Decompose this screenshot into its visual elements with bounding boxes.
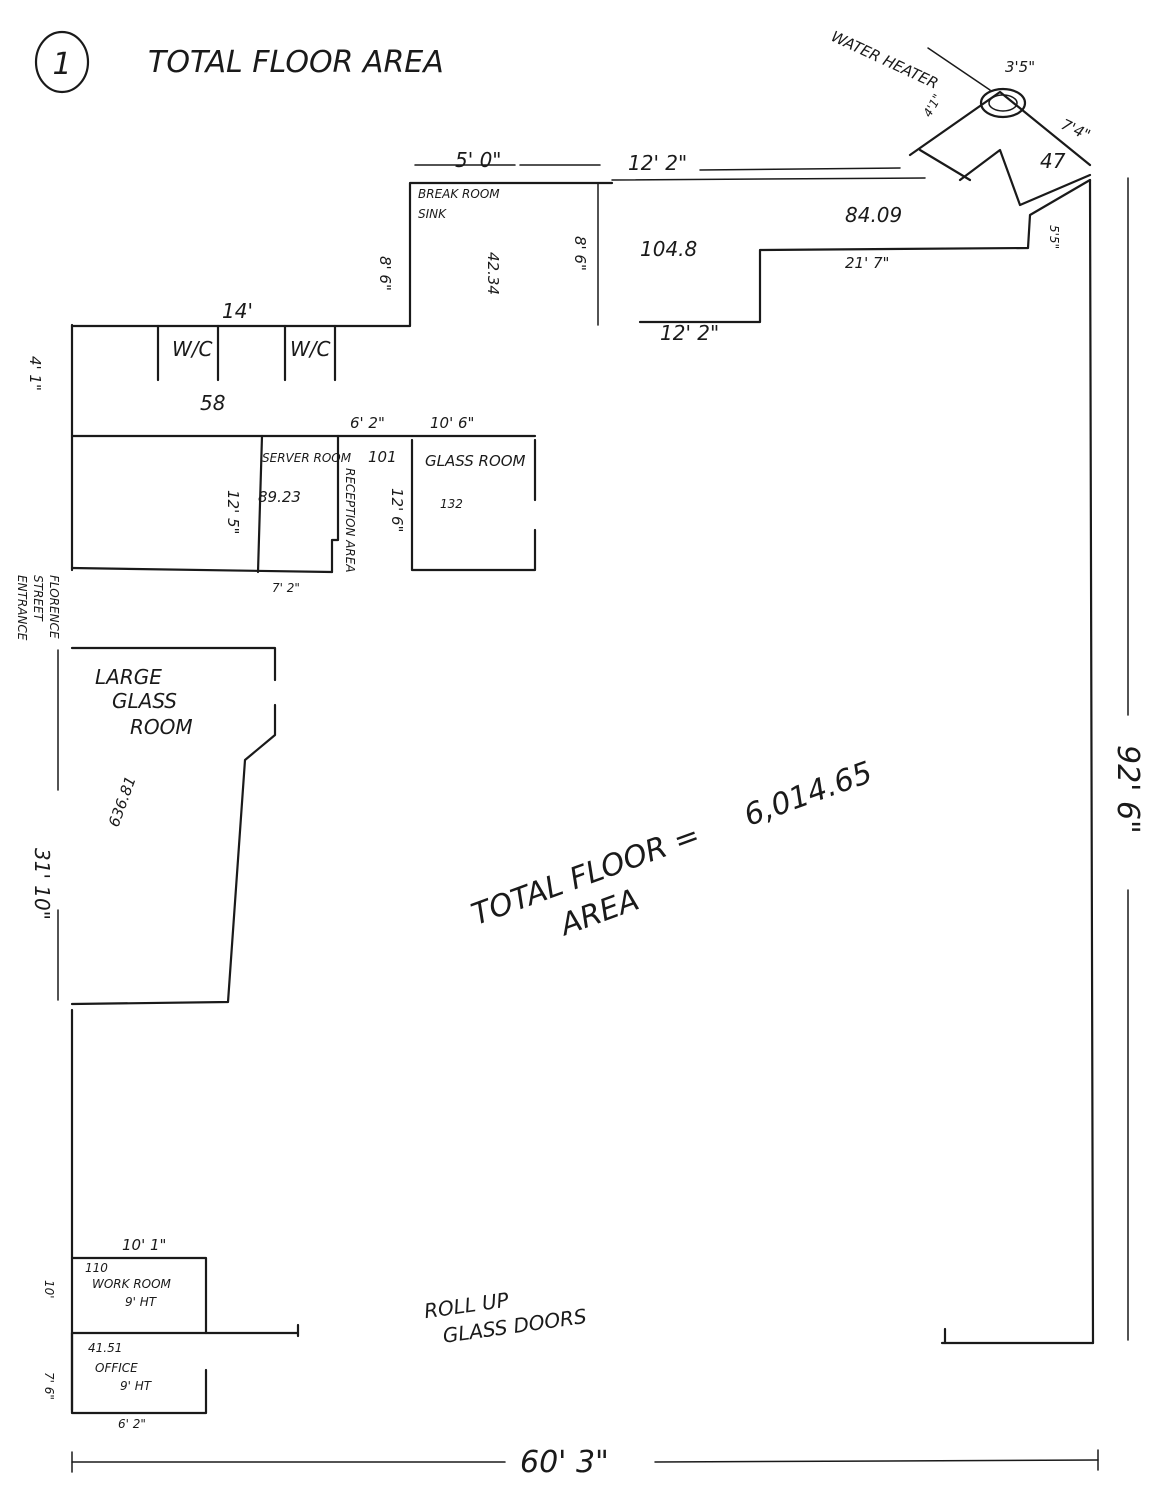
restroom: W/C W/C 58 4' 1"	[26, 324, 537, 438]
dim-6-2b: 6' 2"	[118, 1417, 146, 1431]
water-heater-dim-3-5: 3'5"	[1005, 58, 1035, 76]
entrance-line3: ENTRANCE	[15, 575, 29, 641]
water-heater-dim-5-5: 5'5"	[1047, 225, 1061, 249]
glass-room-area: 132	[440, 497, 463, 511]
office-area: 41.51	[88, 1341, 122, 1355]
office: 41.51 OFFICE 9' HT 6' 2" 7' 6"	[42, 1331, 208, 1431]
dim-21-7: 21' 7"	[845, 254, 889, 272]
entrance-line1: FLORENCE	[47, 575, 61, 639]
work-room-area: 110	[85, 1261, 108, 1275]
dim-7-2: 7' 2"	[272, 581, 300, 595]
dim-8-6b: 8' 6"	[571, 236, 589, 271]
large-glass-room: LARGE GLASS ROOM 636.81 31' 10"	[30, 646, 277, 1006]
break-room: BREAK ROOM SINK 42.34	[418, 187, 502, 295]
total-value: 6,014.65	[739, 755, 877, 834]
height-dimension: 92' 6"	[1110, 177, 1145, 1341]
break-room-area: 42.34	[484, 252, 502, 295]
water-heater-dim-4-1: 4'1"	[920, 92, 944, 120]
north-wall	[70, 90, 1092, 328]
wc-2: W/C	[290, 337, 331, 361]
water-heater-tank	[979, 87, 1027, 119]
dim-10-1: 10' 1"	[122, 1236, 166, 1254]
work-room-height: 9' HT	[125, 1295, 158, 1309]
dim-92-6: 92' 6"	[1110, 745, 1145, 834]
work-room: 10' 1" WORK ROOM 9' HT 110 10'	[42, 1236, 208, 1335]
work-room-label: WORK ROOM	[92, 1277, 172, 1291]
dim-8-6: 8' 6"	[376, 256, 394, 291]
total-floor-area: TOTAL FLOOR = 6,014.65 AREA	[467, 755, 877, 944]
page-header: 1 TOTAL FLOOR AREA	[34, 30, 444, 94]
large-glass-room-line3: ROOM	[130, 715, 193, 739]
roll-up-doors: ROLL UP GLASS DOORS	[423, 1287, 589, 1347]
wc-1: W/C	[172, 337, 213, 361]
page-number: 1	[52, 47, 71, 82]
water-heater-dim-7-4: 7'4"	[1058, 115, 1093, 144]
glass-room: 10' 6" GLASS ROOM 132	[410, 414, 537, 572]
dim-10-6: 10' 6"	[430, 414, 474, 432]
florence-street-entrance: FLORENCE STREET ENTRANCE	[15, 575, 61, 641]
office-label: OFFICE	[95, 1361, 138, 1375]
large-glass-room-line2: GLASS	[112, 689, 177, 713]
dim-7-6: 7' 6"	[42, 1372, 56, 1400]
dim-4-1: 4' 1"	[26, 356, 44, 391]
office-height: 9' HT	[120, 1379, 153, 1393]
restroom-area: 58	[200, 391, 225, 415]
width-dimension: 60' 3"	[71, 1445, 1099, 1480]
corner-area: 104.8	[640, 237, 697, 261]
water-heater-label: WATER HEATER	[828, 27, 941, 92]
dim-60-3: 60' 3"	[520, 1445, 609, 1480]
top-dimensions: 5' 0" 12' 2" 8' 6" 8' 6" 12' 2" 21' 7" 1…	[222, 148, 901, 345]
break-room-label: BREAK ROOM	[418, 187, 500, 201]
sink-label: SINK	[418, 207, 447, 221]
server-room: SERVER ROOM 89.23 12' 5" 7' 2"	[70, 434, 352, 595]
server-room-area: 89.23	[258, 488, 301, 506]
glass-room-label: GLASS ROOM	[425, 452, 526, 470]
dim-top-12-2: 12' 2"	[628, 151, 687, 175]
large-glass-room-area: 636.81	[105, 774, 140, 829]
dim-10: 10'	[42, 1280, 56, 1299]
dim-5-0: 5' 0"	[455, 148, 502, 172]
water-heater-area: 47	[1040, 149, 1066, 173]
entrance-line2: STREET	[31, 575, 45, 622]
large-glass-room-line1: LARGE	[95, 665, 162, 689]
dim-bottom-12-2: 12' 2"	[660, 321, 719, 345]
dim-12-6: 12' 6"	[388, 488, 406, 532]
dim-6-2: 6' 2"	[350, 414, 385, 432]
dim-12-5: 12' 5"	[224, 490, 242, 534]
hall-area: 84.09	[845, 203, 902, 227]
page-number-circle	[34, 30, 90, 94]
dim-31-10: 31' 10"	[30, 848, 54, 920]
reception: 6' 2" 101 RECEPTION AREA 12' 6"	[343, 414, 406, 573]
server-room-label: SERVER ROOM	[262, 451, 352, 465]
building-outline	[70, 178, 1095, 1412]
page-title: TOTAL FLOOR AREA	[148, 45, 444, 80]
dim-14: 14'	[222, 299, 253, 323]
reception-label: RECEPTION AREA	[343, 468, 357, 573]
reception-area: 101	[368, 448, 397, 466]
